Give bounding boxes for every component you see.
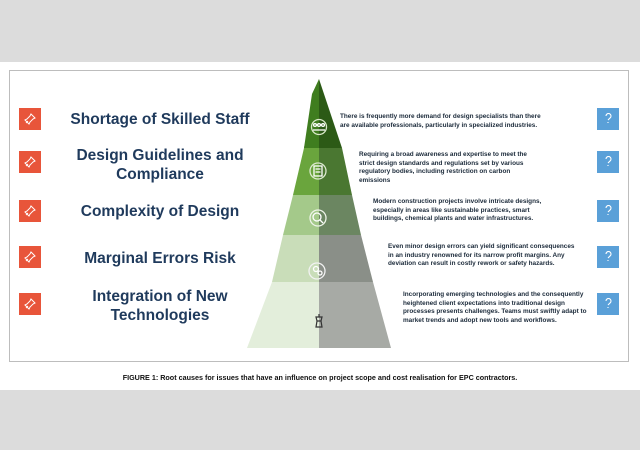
desc-design-guidelines: Requiring a broad awareness and expertis… — [359, 151, 527, 184]
gears-hand-icon — [308, 262, 326, 280]
desc-complexity: Modern construction projects involve int… — [373, 198, 542, 223]
pyramid-tier-2-right — [319, 148, 352, 195]
pin-icon — [19, 151, 41, 173]
pyramid-tier-4-right — [319, 235, 373, 282]
checklist-icon — [309, 162, 327, 180]
link-icon — [597, 293, 619, 315]
desc-marginal-errors: Even minor design errors can yield signi… — [388, 243, 575, 268]
pin-icon — [19, 200, 41, 222]
label-new-technologies: Integration of New Technologies — [92, 288, 228, 324]
pyramid-tier-5-left — [247, 282, 319, 348]
pyramid-tier-3-right — [319, 195, 361, 235]
pyramid-tier-4-left — [272, 235, 319, 282]
pin-icon — [19, 293, 41, 315]
desc-skilled-staff: There is frequently more demand for desi… — [340, 113, 541, 129]
link-icon — [597, 108, 619, 130]
pyramid-tier-2-left — [293, 148, 319, 195]
chess-piece-icon — [315, 314, 323, 328]
label-complexity: Complexity of Design — [80, 203, 240, 220]
link-icon — [597, 200, 619, 222]
link-icon — [597, 151, 619, 173]
pyramid-tier-1-right — [319, 79, 342, 148]
desc-new-technologies: Incorporating emerging technologies and … — [403, 291, 587, 324]
link-icon — [597, 246, 619, 268]
label-design-guidelines: Design Guidelines and Compliance — [76, 147, 244, 183]
pin-icon — [19, 108, 41, 130]
top-band — [0, 0, 640, 62]
people-network-icon — [310, 118, 328, 136]
pyramid-tier-3-left — [283, 195, 319, 235]
label-marginal-errors: Marginal Errors Risk — [84, 250, 236, 267]
label-skilled-staff: Shortage of Skilled Staff — [70, 111, 250, 128]
pin-icon — [19, 246, 41, 268]
pyramid-tier-1-left-top — [304, 79, 319, 148]
figure-caption: FIGURE 1: Root causes for issues that ha… — [122, 373, 518, 382]
pyramid-tier-5-right — [319, 282, 391, 348]
bottom-band — [0, 390, 640, 450]
magnifier-person-icon — [309, 209, 327, 227]
